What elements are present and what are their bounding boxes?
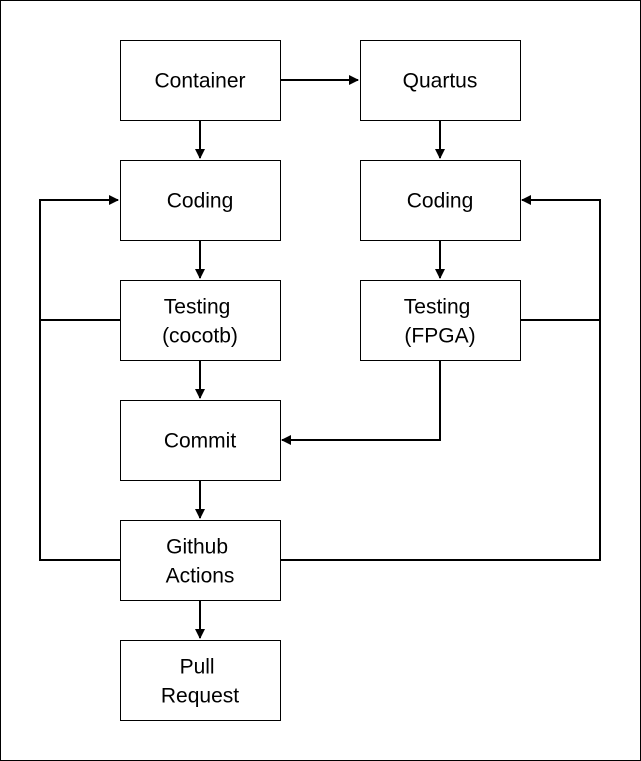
- node-testing-cocotb-line-1: Testing: [164, 296, 231, 319]
- node-testing-cocotb-label: Testing (cocotb): [162, 296, 238, 348]
- edge-right-feedback-loop: [280, 195, 601, 561]
- node-coding-left-line-1: Coding: [167, 190, 234, 213]
- node-container: Container: [120, 40, 281, 121]
- node-testing-cocotb-box: [120, 280, 281, 361]
- node-container-box: [120, 40, 281, 121]
- node-coding-right-box: [360, 160, 521, 241]
- node-testing-cocotb: Testing (cocotb): [120, 280, 281, 361]
- node-pull-request-line-2: Request: [161, 685, 239, 708]
- node-github-actions: Github Actions: [120, 520, 281, 601]
- node-coding-right: Coding: [360, 160, 521, 241]
- node-coding-left-box: [120, 160, 281, 241]
- node-coding-right-label: Coding: [407, 190, 474, 213]
- node-coding-right-line-1: Coding: [407, 190, 474, 213]
- node-testing-cocotb-line-2: (cocotb): [162, 325, 238, 348]
- node-testing-fpga-line-1: Testing: [404, 296, 471, 319]
- node-github-actions-label: Github Actions: [166, 536, 235, 588]
- node-container-line-1: Container: [154, 70, 245, 93]
- node-pull-request: Pull Request: [120, 640, 281, 721]
- node-container-label: Container: [154, 70, 245, 93]
- node-coding-left: Coding: [120, 160, 281, 241]
- node-testing-fpga-line-2: (FPGA): [404, 325, 475, 348]
- node-pull-request-line-1: Pull: [180, 656, 215, 679]
- node-github-actions-line-1: Github: [166, 536, 228, 559]
- node-github-actions-box: [120, 520, 281, 601]
- node-pull-request-label: Pull Request: [161, 656, 239, 708]
- node-coding-left-label: Coding: [167, 190, 234, 213]
- edge-left-feedback-loop: [39, 195, 120, 561]
- node-commit-line-1: Commit: [164, 430, 236, 453]
- node-quartus-label: Quartus: [403, 70, 478, 93]
- node-commit: Commit: [120, 400, 281, 481]
- node-testing-fpga-label: Testing (FPGA): [404, 296, 476, 348]
- node-quartus-box: [360, 40, 521, 121]
- edge-testing-fpga-to-commit: [281, 360, 441, 445]
- node-commit-label: Commit: [164, 430, 236, 453]
- node-quartus: Quartus: [360, 40, 521, 121]
- node-pull-request-box: [120, 640, 281, 721]
- node-testing-fpga: Testing (FPGA): [360, 280, 521, 361]
- node-quartus-line-1: Quartus: [403, 70, 478, 93]
- node-testing-fpga-box: [360, 280, 521, 361]
- edges: [39, 75, 601, 639]
- node-github-actions-line-2: Actions: [166, 565, 235, 588]
- node-commit-box: [120, 400, 281, 481]
